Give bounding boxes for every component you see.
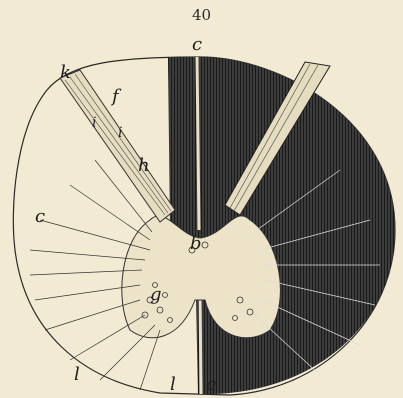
label-g: g (150, 286, 162, 304)
label-c-top: c (192, 36, 202, 54)
label-k: k (60, 64, 71, 82)
label-c-left: c (35, 208, 45, 226)
label-l-2: l (170, 376, 176, 394)
label-h: h (138, 157, 150, 175)
label-l-1: l (74, 366, 80, 384)
fissure-bottom (200, 290, 201, 394)
fissure-top (197, 57, 199, 230)
label-f: f (112, 88, 119, 106)
label-i-2: i (118, 126, 122, 140)
label-i-1: i (92, 116, 96, 130)
label-b: b (190, 235, 202, 253)
left-column (168, 57, 197, 230)
label-a: a (206, 376, 217, 394)
